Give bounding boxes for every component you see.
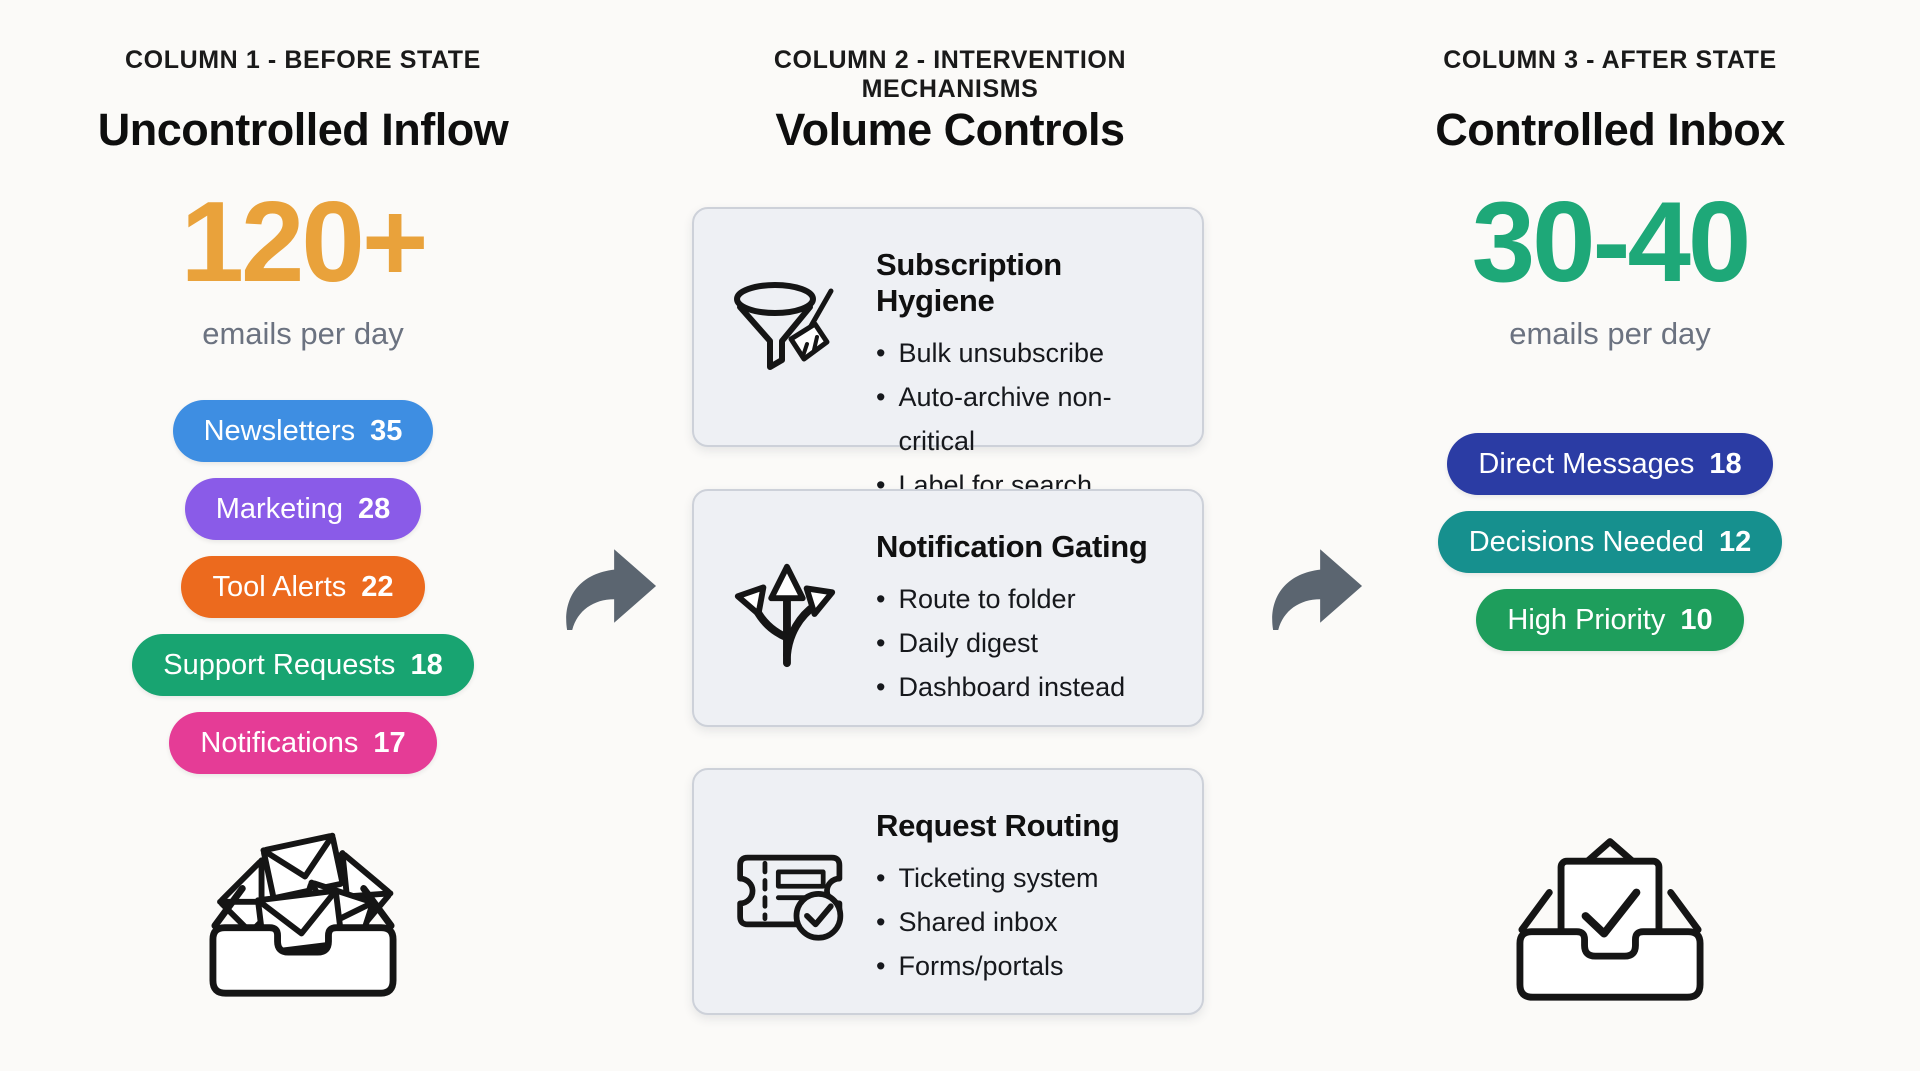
metric-unit: emails per day — [202, 316, 404, 351]
column-kicker: COLUMN 3 - AFTER STATE — [1443, 46, 1777, 74]
bullet-item: • Daily digest — [876, 621, 1184, 665]
bullet-text: Forms/portals — [898, 951, 1064, 981]
pill-label: High Priority — [1507, 603, 1666, 636]
pill-count: 22 — [361, 570, 394, 603]
bullet-dot: • — [876, 907, 886, 937]
column-title: Uncontrolled Inflow — [97, 104, 509, 155]
card-subscription-hygiene: Subscription Hygiene • Bulk unsubscribe •… — [692, 207, 1204, 500]
bullet-item: • Bulk unsubscribe — [876, 331, 1184, 375]
card-notification-gating: Notification Gating • Route to folder • Da… — [692, 489, 1204, 727]
bullet-item: • Shared inbox — [876, 900, 1184, 944]
pill-label: Direct Messages — [1478, 447, 1695, 480]
bullet-item: • Forms/portals — [876, 944, 1184, 988]
pill-count: 10 — [1680, 603, 1713, 636]
bullet-item: • Auto-archive non-critical — [876, 375, 1184, 463]
pill-label: Newsletters — [203, 414, 356, 447]
arrow-shape — [1272, 549, 1363, 630]
column-kicker: COLUMN 2 - INTERVENTION MECHANISMS — [773, 46, 1127, 103]
before-pill-list: Newsletters 35 Marketing 28 Tool Alerts … — [63, 400, 543, 774]
card-title: Notification Gating — [876, 529, 1148, 564]
after-pill-list: Direct Messages 18 Decisions Needed 12 H… — [1370, 433, 1850, 651]
column-title: Volume Controls — [775, 104, 1125, 155]
bullet-dot: • — [876, 470, 886, 500]
flow-arrow-interventions-to-after — [1262, 540, 1366, 632]
pill-direct-messages: Direct Messages 18 — [1447, 433, 1773, 495]
checked-inbox-icon — [1370, 822, 1850, 1008]
pill-label: Tool Alerts — [212, 570, 347, 603]
pill-notifications: Notifications 17 — [169, 712, 437, 774]
card-request-routing: Request Routing • Ticketing system • Share… — [692, 768, 1204, 1015]
funnel-broom-icon — [722, 267, 848, 393]
pill-high-priority: High Priority 10 — [1476, 589, 1744, 651]
bullet-text: Ticketing system — [898, 863, 1099, 893]
bullet-dot: • — [876, 382, 886, 412]
metric-value: 30-40 — [1471, 179, 1752, 306]
arrow-shape — [566, 549, 657, 630]
bullet-dot: • — [876, 628, 886, 658]
pill-marketing: Marketing 28 — [184, 478, 422, 540]
card-bullet-list: • Bulk unsubscribe • Auto-archive non-crit… — [876, 331, 1184, 507]
bullet-text: Dashboard instead — [898, 672, 1126, 702]
pill-newsletters: Newsletters 35 — [172, 400, 434, 462]
bullet-text: Daily digest — [898, 628, 1039, 658]
card-bullet-list: • Route to folder • Daily digest • Dashboar… — [876, 577, 1184, 709]
card-title: Subscription Hygiene — [876, 247, 1062, 318]
metric-value: 120+ — [180, 179, 429, 306]
metric-unit: emails per day — [1509, 316, 1711, 351]
bullet-text: Shared inbox — [898, 907, 1058, 937]
pill-count: 18 — [410, 648, 443, 681]
bullet-text: Bulk unsubscribe — [898, 338, 1105, 368]
flow-arrow-before-to-interventions — [556, 540, 660, 632]
card-title: Request Routing — [876, 808, 1120, 843]
bullet-dot: • — [876, 672, 886, 702]
bullet-dot: • — [876, 338, 886, 368]
pill-count: 17 — [373, 726, 406, 759]
pill-count: 28 — [358, 492, 391, 525]
pill-count: 12 — [1719, 525, 1752, 558]
pill-label: Marketing — [215, 492, 344, 525]
bullet-text: Auto-archive non-critical — [898, 382, 1112, 456]
pill-label: Decisions Needed — [1468, 525, 1705, 558]
overflowing-inbox-icon — [63, 818, 543, 1004]
bullet-dot: • — [876, 584, 886, 614]
pill-count: 35 — [370, 414, 403, 447]
pill-decisions-needed: Decisions Needed 12 — [1437, 511, 1783, 573]
ticket-check-icon — [722, 828, 848, 954]
bullet-item: • Route to folder — [876, 577, 1184, 621]
pill-label: Support Requests — [163, 648, 396, 681]
pill-label: Notifications — [200, 726, 359, 759]
pill-tool-alerts: Tool Alerts 22 — [181, 556, 425, 618]
bullet-dot: • — [876, 863, 886, 893]
bullet-item: • Dashboard instead — [876, 665, 1184, 709]
card-bullet-list: • Ticketing system • Shared inbox • Forms/p… — [876, 856, 1184, 988]
bullet-text: Route to folder — [898, 584, 1076, 614]
column-title: Controlled Inbox — [1435, 104, 1785, 155]
pill-support-requests: Support Requests 18 — [132, 634, 474, 696]
branching-arrows-icon — [722, 549, 848, 675]
pill-count: 18 — [1709, 447, 1742, 480]
column-kicker: COLUMN 1 - BEFORE STATE — [125, 46, 481, 74]
bullet-item: • Ticketing system — [876, 856, 1184, 900]
bullet-dot: • — [876, 951, 886, 981]
